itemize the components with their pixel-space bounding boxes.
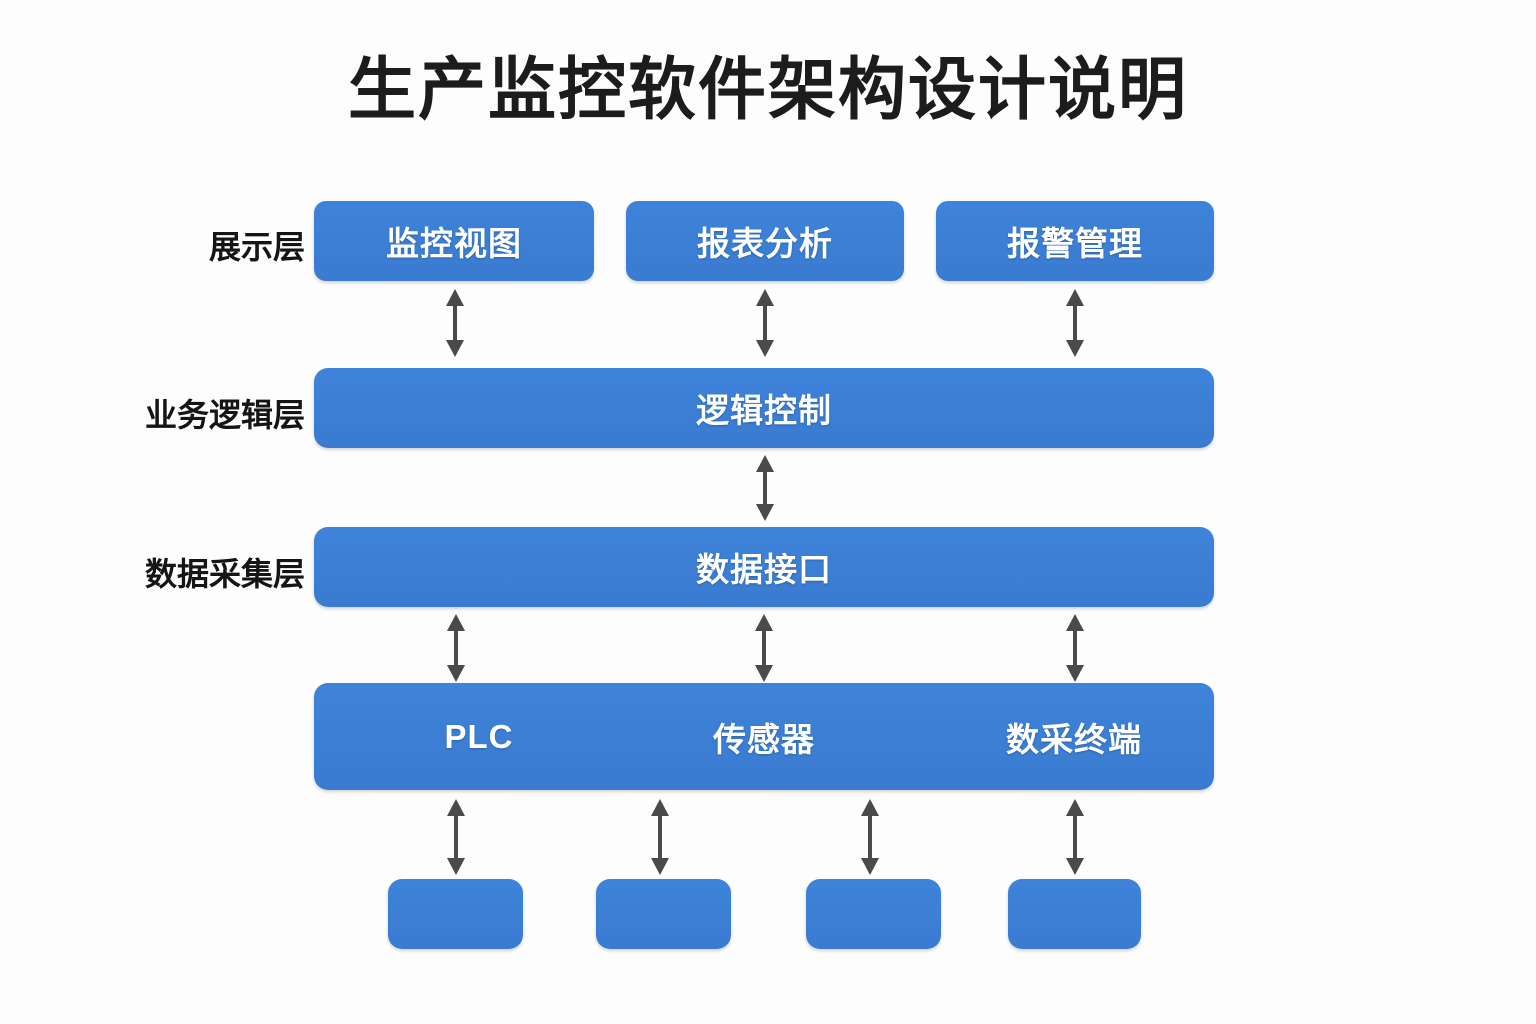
connector-device-to-equipment-4 — [1066, 799, 1084, 875]
node-data-interface[interactable]: 数据接口 — [314, 527, 1214, 607]
connector-alarm-management-to-logic — [1066, 289, 1084, 357]
device-label-plc: PLC — [444, 717, 514, 755]
connector-device-to-equipment-1 — [447, 799, 465, 875]
node-field-equipment-1[interactable] — [388, 879, 523, 949]
page-title: 生产监控软件架构设计说明 — [347, 52, 1188, 128]
connector-logic-to-data-interface — [756, 455, 774, 521]
device-label-sensor: 传感器 — [713, 720, 815, 758]
node-logic-control[interactable]: 逻辑控制 — [314, 368, 1214, 448]
connector-device-to-equipment-2 — [651, 799, 669, 875]
connector-data-interface-to-terminal — [1066, 614, 1084, 682]
node-field-equipment-2[interactable] — [596, 879, 731, 949]
layer-label-data-acquisition: 数据采集层 — [144, 556, 305, 592]
node-monitor-view[interactable]: 监控视图 — [314, 201, 594, 281]
layer-label-presentation: 展示层 — [208, 229, 305, 265]
connector-data-interface-to-sensor — [755, 614, 773, 682]
node-alarm-management[interactable]: 报警管理 — [936, 201, 1214, 281]
layer-label-business-logic: 业务逻辑层 — [144, 397, 305, 433]
connector-data-interface-to-plc — [447, 614, 465, 682]
connector-device-to-equipment-3 — [861, 799, 879, 875]
connector-monitor-view-to-logic — [446, 289, 464, 357]
device-label-acquisition-terminal: 数采终端 — [1006, 720, 1142, 758]
connector-report-analysis-to-logic — [756, 289, 774, 357]
node-device-bar[interactable]: PLC 传感器 数采终端 — [314, 683, 1214, 790]
node-field-equipment-4[interactable] — [1008, 879, 1141, 949]
node-report-analysis[interactable]: 报表分析 — [626, 201, 904, 281]
node-field-equipment-3[interactable] — [806, 879, 941, 949]
